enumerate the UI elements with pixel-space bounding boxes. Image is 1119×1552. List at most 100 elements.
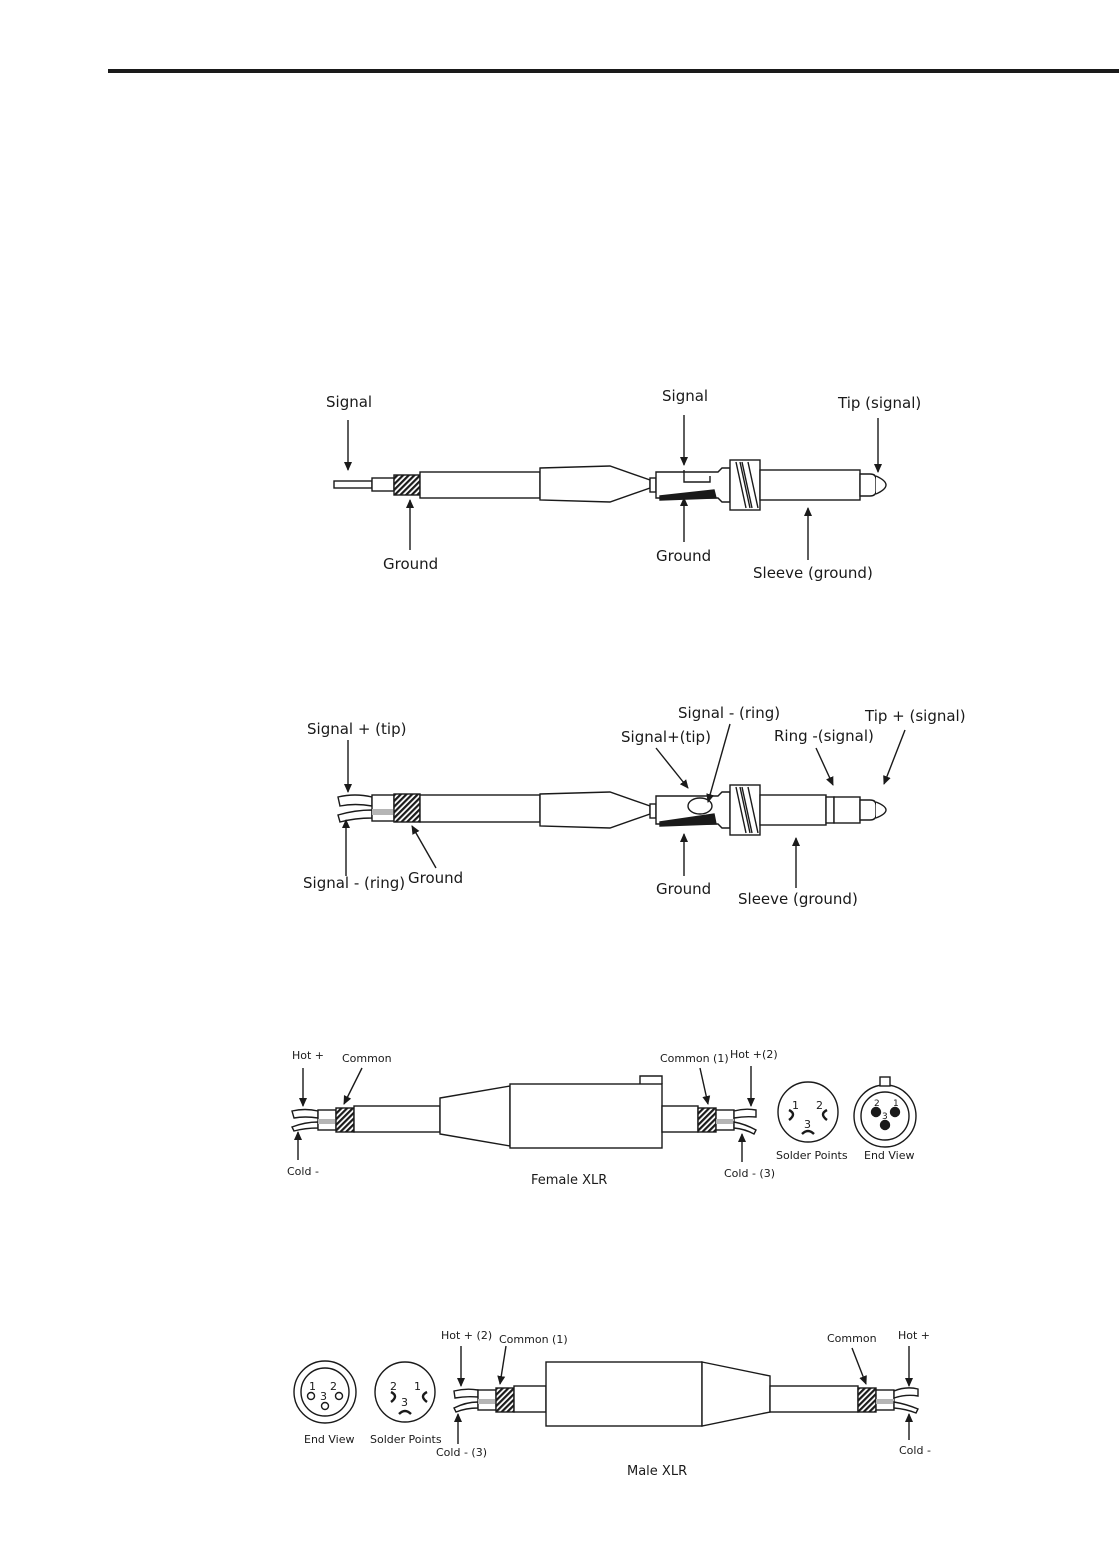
fxlr-caption: Female XLR: [531, 1173, 608, 1188]
mxlr-label-hot-left: Hot + (2): [441, 1329, 493, 1342]
mono-tip-end: [875, 475, 887, 495]
mono-collar-threads: [735, 461, 759, 509]
mxlr-barrel: [545, 1361, 703, 1427]
mono-shield-braid: [393, 474, 421, 496]
mono-sleeve: [759, 469, 861, 501]
fxlr-wire-right-cold: [733, 1121, 757, 1135]
stereo-label-ring: Ring -(signal): [774, 727, 874, 745]
mono-strain-relief: [539, 465, 651, 503]
fxlr-end-face-inner: [860, 1091, 910, 1141]
mxlr-wire-right-hot: [893, 1387, 919, 1399]
fxlr-label-cold-left: Cold -: [287, 1165, 319, 1178]
mono-center-conductor: [333, 480, 373, 489]
stereo-label-tip: Tip + (signal): [865, 707, 966, 725]
top-rule: [108, 69, 1119, 73]
fxlr-solder-pin-3: 3: [804, 1118, 811, 1131]
fxlr-end-pin-3: 3: [882, 1112, 888, 1122]
female-xlr-drawing: [291, 1075, 917, 1149]
fxlr-label-solder-points: Solder Points: [776, 1149, 848, 1162]
stereo-wire-plus: [337, 794, 373, 807]
mxlr-wire-left-cold: [453, 1401, 479, 1413]
fxlr-end-key: [879, 1076, 891, 1087]
mxlr-label-solder-points: Solder Points: [370, 1433, 442, 1446]
leader-arrows: [294, 415, 913, 1444]
fxlr-wire-left-cold: [291, 1121, 319, 1132]
mxlr-label-common-right: Common: [827, 1332, 877, 1345]
stereo-label-signal-minus-wire: Signal - (ring): [303, 874, 406, 892]
mxlr-wire-right-cold: [893, 1401, 919, 1414]
mxlr-end-pin-3: 3: [320, 1390, 327, 1403]
fxlr-cable-left: [353, 1105, 441, 1133]
mxlr-end-face-inner: [300, 1367, 350, 1417]
stereo-ring: [833, 796, 861, 824]
stereo-tip: [859, 799, 877, 821]
fxlr-wire-left-hot: [291, 1108, 319, 1119]
stereo-jack-drawing: [337, 784, 887, 836]
fxlr-braid-right: [697, 1107, 717, 1133]
mono-label-signal-wire: Signal: [326, 393, 373, 411]
fxlr-end-pin-2: 2: [874, 1099, 880, 1109]
fxlr-latch: [639, 1075, 663, 1084]
mono-solder-tab: [649, 477, 657, 493]
mono-signal-lug-tab: [683, 470, 711, 483]
mxlr-wire-left-hot: [453, 1388, 479, 1399]
mxlr-solder-pin-1: 1: [414, 1380, 421, 1393]
fxlr-body: [439, 1085, 511, 1147]
fxlr-label-cold-right: Cold - (3): [724, 1167, 775, 1180]
mxlr-label-common-left: Common (1): [499, 1333, 568, 1346]
fxlr-label-common-left: Common: [342, 1052, 392, 1065]
fxlr-braid-left: [335, 1107, 355, 1133]
mxlr-end-pin-1: 1: [309, 1380, 316, 1393]
fxlr-solder-pin-1: 1: [792, 1099, 799, 1112]
stereo-solder-tab: [649, 803, 657, 819]
mxlr-label-cold-left: Cold - (3): [436, 1446, 487, 1459]
mono-ground-lug-tab: [659, 489, 717, 501]
mxlr-label-end-view: End View: [304, 1433, 355, 1446]
mxlr-solder-face: [374, 1361, 436, 1423]
stereo-shield-braid: [393, 793, 421, 823]
mxlr-caption: Male XLR: [627, 1464, 688, 1479]
mxlr-cable-right: [769, 1385, 859, 1413]
fxlr-wire-right-hot: [733, 1108, 757, 1119]
stereo-inner-insulation: [371, 794, 395, 822]
mono-cable-jacket: [419, 471, 541, 499]
fxlr-label-hot-right: Hot +(2): [730, 1048, 778, 1061]
fxlr-barrel: [509, 1083, 663, 1149]
stereo-sleeve: [759, 794, 827, 826]
stereo-label-signal-minus-lug: Signal - (ring): [678, 704, 781, 722]
mono-label-tip: Tip (signal): [838, 394, 922, 412]
stereo-ground-lug-tab: [659, 813, 717, 827]
mono-label-ground-lug: Ground: [656, 547, 712, 565]
fxlr-solder-face: [777, 1081, 839, 1143]
mxlr-body: [701, 1361, 771, 1427]
fxlr-end-pin-1: 1: [893, 1099, 899, 1109]
stereo-label-ground-lug: Ground: [656, 880, 712, 898]
male-xlr-drawing: [293, 1360, 919, 1427]
stereo-wire-minus: [337, 809, 373, 823]
stereo-strain-relief: [539, 791, 651, 829]
mxlr-end-pin-2: 2: [330, 1380, 337, 1393]
mono-tip: [859, 473, 877, 497]
mxlr-label-cold-right: Cold -: [899, 1444, 931, 1457]
fxlr-label-end-view: End View: [864, 1149, 915, 1162]
fxlr-label-common-right: Common (1): [660, 1052, 729, 1065]
mono-jack-drawing: [333, 459, 887, 511]
mono-label-signal-lug: Signal: [662, 387, 709, 405]
fxlr-cable-right: [661, 1105, 699, 1133]
mxlr-label-hot-right: Hot +: [898, 1329, 931, 1342]
mxlr-braid-right: [857, 1387, 877, 1413]
fxlr-solder-pin-2: 2: [816, 1099, 823, 1112]
stereo-label-ground-braid: Ground: [408, 869, 464, 887]
mxlr-solder-pin-3: 3: [401, 1396, 408, 1409]
stereo-signal-lug-blob: [687, 797, 713, 815]
stereo-collar-threads: [735, 786, 759, 834]
stereo-label-signal-plus-lug: Signal+(tip): [621, 728, 711, 746]
mono-label-ground-braid: Ground: [383, 555, 439, 573]
stereo-label-sleeve: Sleeve (ground): [738, 890, 858, 908]
fxlr-label-hot-left: Hot +: [292, 1049, 325, 1062]
mxlr-cable-left: [513, 1385, 547, 1413]
stereo-cable-jacket: [419, 794, 541, 823]
stereo-insulator-band: [825, 796, 835, 824]
mxlr-solder-pin-2: 2: [390, 1380, 397, 1393]
